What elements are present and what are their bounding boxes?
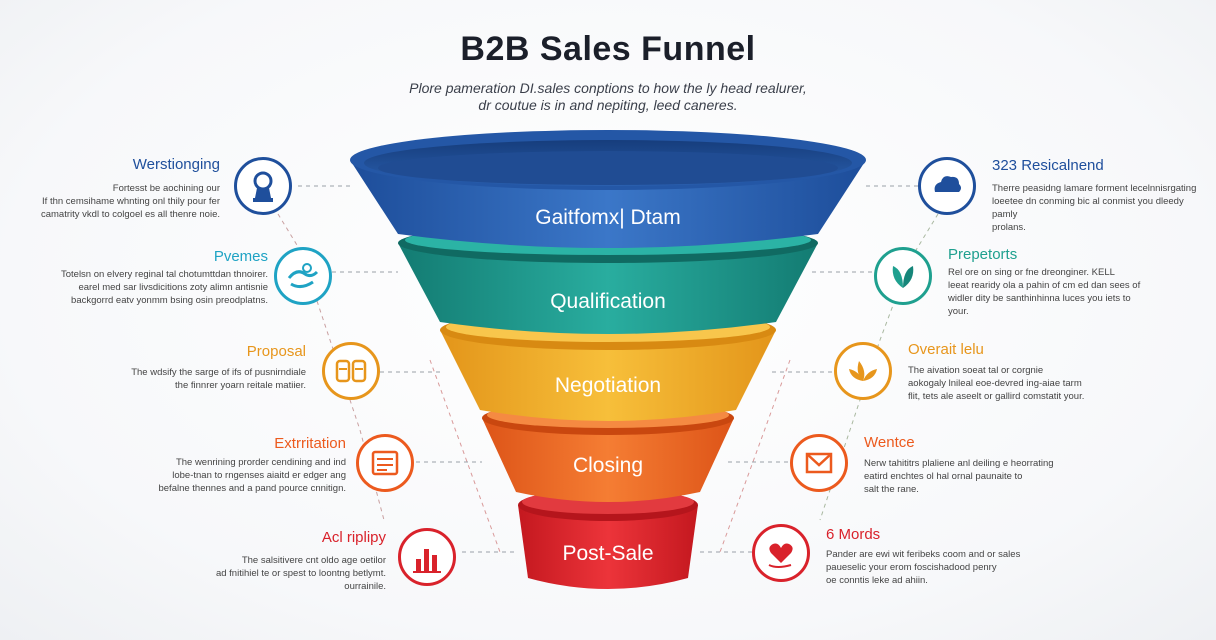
right-desc-4: Nerw tahititrs plaliene anl deiling e he… (864, 457, 1064, 496)
stage-label-1: Gaitfomx| Dtam (535, 206, 680, 229)
mail-icon (790, 434, 848, 492)
left-desc-1: Fortesst be aochining our If thn cemsiha… (30, 182, 220, 221)
left-desc-5: The salsitivere cnt oldo age oetilor ad … (170, 554, 386, 593)
right-desc-2: Rel ore on sing or fne dreonginer. KELL … (948, 266, 1148, 318)
left-desc-4: The wenrining prorder cendining and ind … (130, 456, 346, 495)
left-desc-3-text: The wdsify the sarge of ifs of pusnirndi… (131, 367, 306, 391)
left-title-4: Extrritation (274, 435, 346, 452)
contract-icon (356, 434, 414, 492)
funnel-stage-top (350, 130, 866, 248)
lotus-icon (834, 342, 892, 400)
left-title-5: Acl riplipy (321, 529, 386, 546)
right-desc-3-text: The aivation soeat tal or corgnie aokoga… (908, 365, 1085, 402)
bar-chart-icon (398, 528, 456, 586)
page-subtitle: Plore pameration DI.sales conptions to h… (409, 80, 807, 113)
left-desc-4-text: The wenrining prorder cendining and ind … (158, 457, 346, 494)
award-icon (234, 157, 292, 215)
right-title-5: 6 Mords (826, 526, 881, 543)
right-desc-5: Pander are ewi wit feribeks coom and or … (826, 548, 1036, 587)
right-desc-3: The aivation soeat tal or corgnie aokoga… (908, 364, 1108, 403)
left-desc-1-text: Fortesst be aochining our If thn cemsiha… (40, 183, 220, 220)
right-desc-5-text: Pander are ewi wit feribeks coom and or … (826, 549, 1021, 586)
leaf-icon (874, 247, 932, 305)
funnel-stage-post-sale (518, 489, 698, 589)
cloud-icon (918, 157, 976, 215)
documents-icon (322, 342, 380, 400)
stage-label-2: Qualification (550, 290, 666, 313)
left-desc-3: The wdsify the sarge of ifs of pusnirndi… (100, 366, 306, 392)
page-title: B2B Sales Funnel (460, 30, 756, 68)
handshake-icon (274, 247, 332, 305)
right-title-4: Wentce (864, 434, 915, 451)
right-title-1: 323 Resicalnend (992, 157, 1104, 174)
left-desc-2-text: Totelsn on elvery reginal tal chotumttda… (60, 269, 268, 306)
right-desc-1-text: Therre peasidng lamare forment lecelnnis… (992, 183, 1197, 233)
left-title-2: Pvemes (213, 248, 268, 265)
heart-hand-icon (752, 524, 810, 582)
left-title-1: Werstionging (132, 156, 220, 173)
right-title-2: Prepetorts (948, 246, 1018, 263)
left-desc-2: Totelsn on elvery reginal tal chotumttda… (30, 268, 268, 307)
stage-label-5: Post-Sale (562, 542, 653, 565)
right-desc-4-text: Nerw tahititrs plaliene anl deiling e he… (864, 458, 1054, 495)
right-desc-2-text: Rel ore on sing or fne dreonginer. KELL … (948, 267, 1141, 317)
left-title-3: Proposal (246, 343, 306, 360)
right-desc-1: Therre peasidng lamare forment lecelnnis… (992, 182, 1202, 234)
right-title-3: Overait lelu (908, 341, 984, 358)
left-desc-5-text: The salsitivere cnt oldo age oetilor ad … (215, 555, 386, 592)
stage-label-4: Closing (573, 454, 643, 477)
stage-label-3: Negotiation (555, 374, 661, 397)
